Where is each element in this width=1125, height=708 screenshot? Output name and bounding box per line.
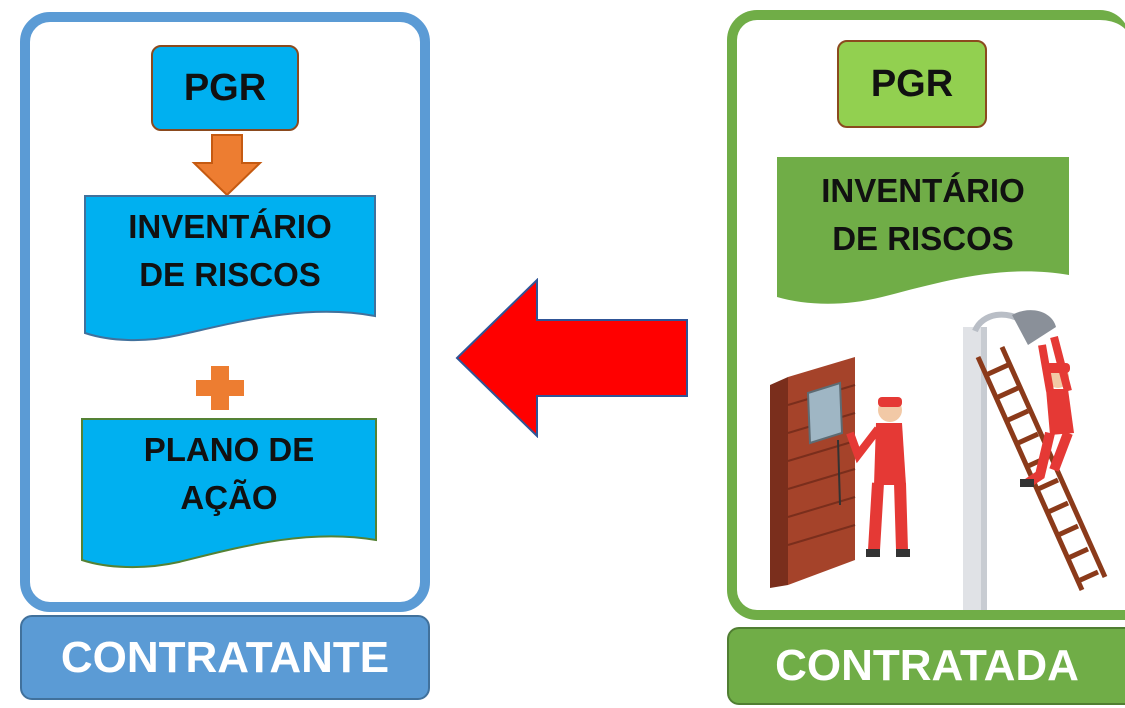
workers-illustration [770,310,1108,610]
contratante-plano-line1: PLANO DE [143,431,315,468]
ladder-icon [975,345,1108,592]
contratante-inventario-line2: DE RISCOS [139,255,321,293]
contratante-pgr-label: PGR [183,66,267,109]
contratada-footer-label: CONTRATADA [775,641,1079,690]
contratante-plano-line2: AÇÃO [180,478,278,516]
contratante-pgr-box: PGR [151,45,299,131]
lamp-post-icon [963,310,1056,610]
contratada-inventario-line1: INVENTÁRIO [821,172,1025,209]
contratante-inventario-line1: INVENTÁRIO [128,208,332,245]
contratante-footer-label: CONTRATANTE [60,632,390,682]
down-arrow-icon [191,134,263,197]
brick-wall-icon [770,357,856,588]
contratada-inventario-doc: INVENTÁRIO DE RISCOS [777,157,1069,310]
contratada-inventario-line2: DE RISCOS [832,219,1014,257]
contratada-pgr-label: PGR [870,62,954,105]
climbing-worker-icon [1020,335,1074,488]
contratada-footer: CONTRATADA [727,627,1125,705]
contratada-pgr-box: PGR [837,40,987,128]
contratante-footer: CONTRATANTE [20,615,430,700]
electrician-worker-icon [846,397,910,557]
left-arrow-icon [455,278,688,438]
contratante-plano-doc: PLANO DE AÇÃO [81,418,377,573]
contratante-inventario-doc: INVENTÁRIO DE RISCOS [84,195,376,345]
plus-icon [196,366,244,410]
